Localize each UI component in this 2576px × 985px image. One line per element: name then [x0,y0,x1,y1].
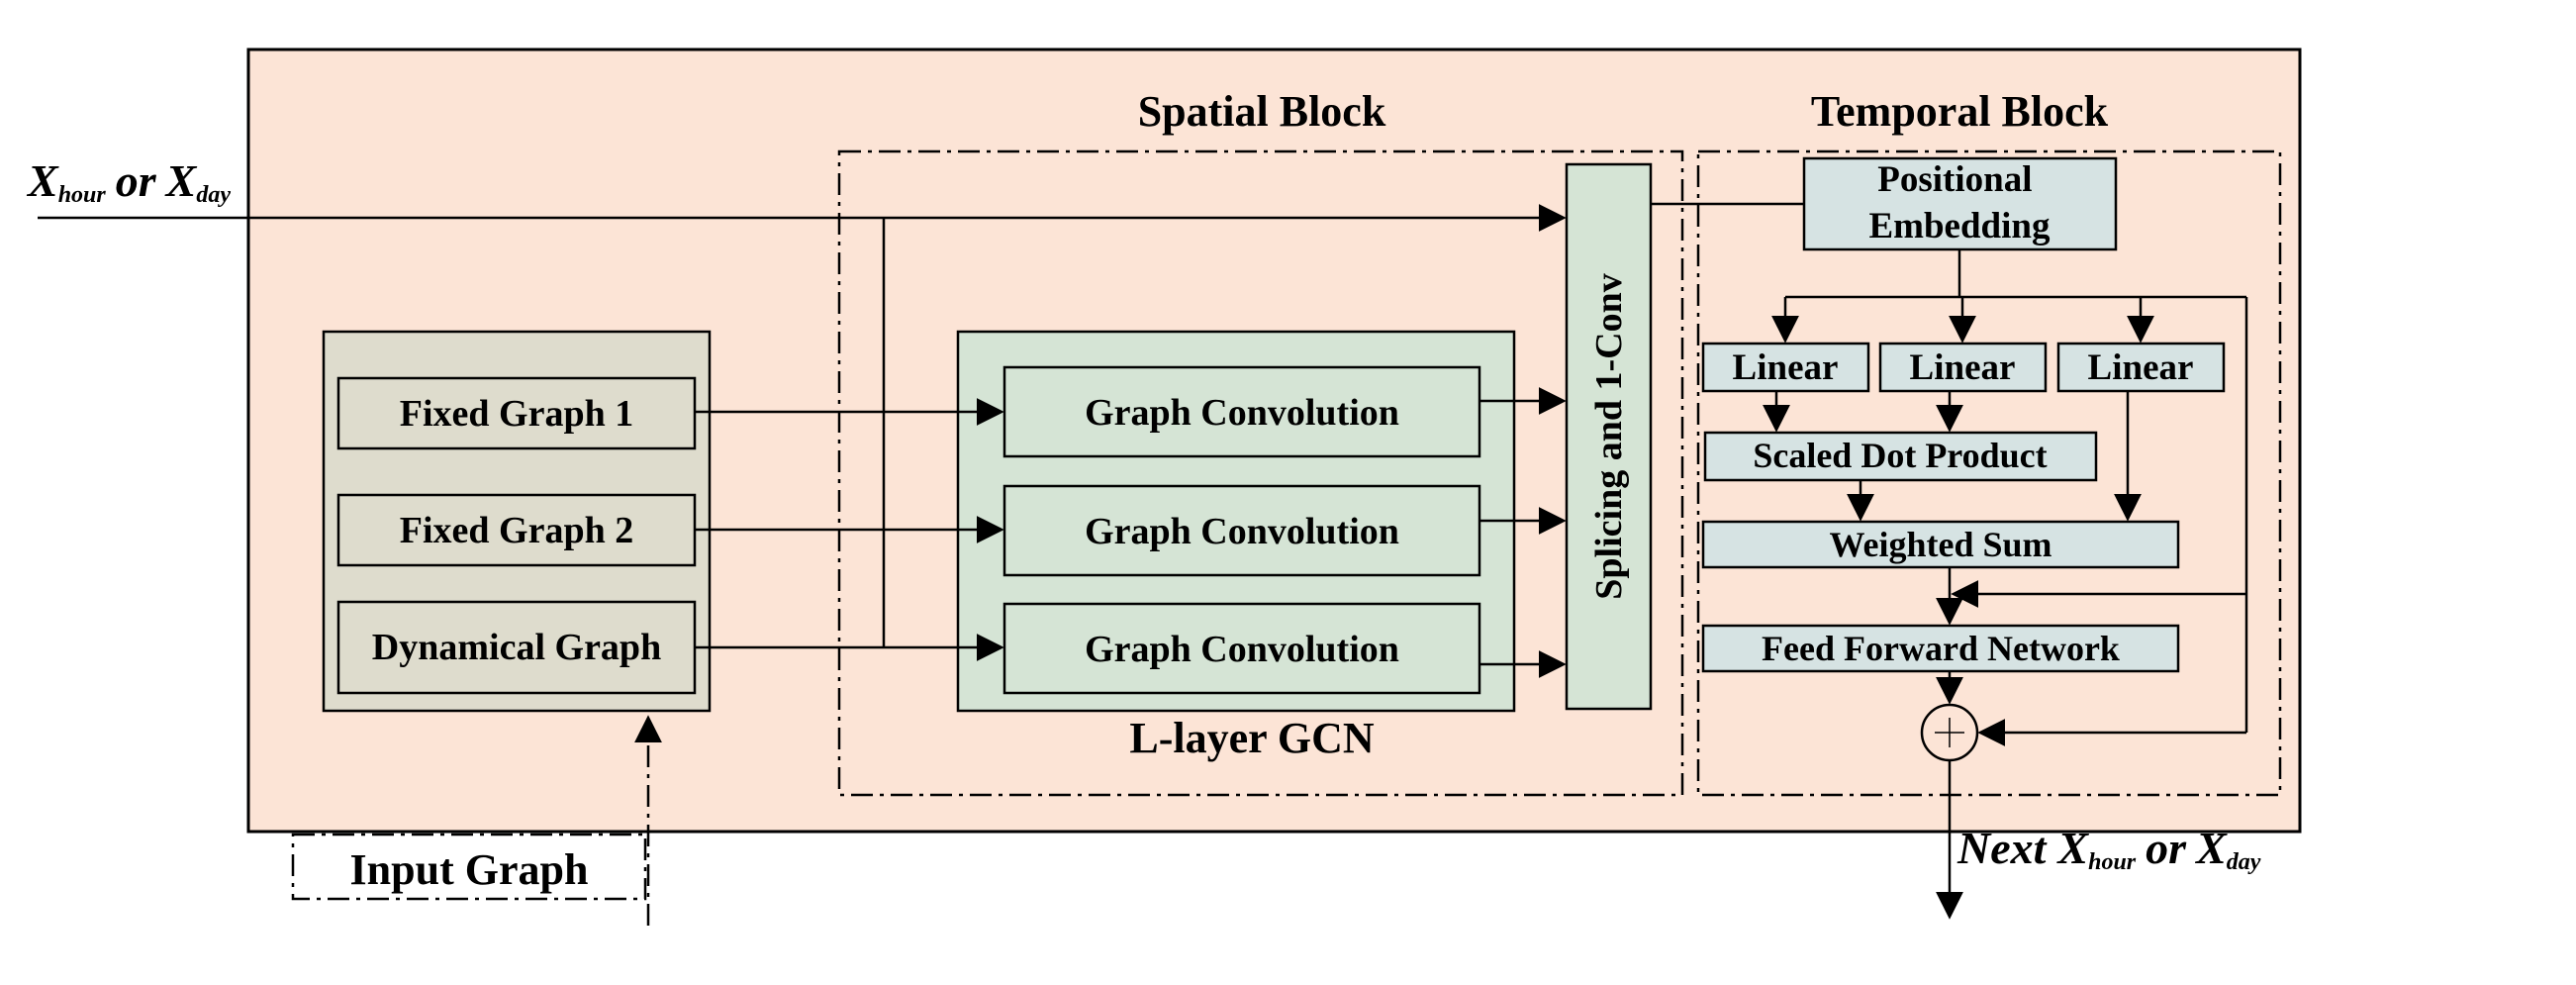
input-x-hour: X [26,155,59,206]
input-or: or [116,155,157,206]
input-sub-hour: hour [58,182,107,208]
input-x-day: X [164,155,198,206]
linear-2-box [1878,342,2048,393]
output-sub-day: day [2227,849,2261,875]
linear-3-box [2056,342,2226,393]
temporal-block-title: Temporal Block [1811,87,2109,136]
output-x-hour: X [2055,823,2089,873]
temporal-block-frame [1696,149,2282,797]
feed-forward-box [1701,624,2180,673]
positional-embedding-label: Positional Embedding [1868,159,2051,246]
graph-conv-1-box [1002,365,1481,458]
scaled-dot-product-box [1703,431,2098,482]
linear-1-label: Linear [1733,347,1839,388]
graph-conv-2-label: Graph Convolution [1085,511,1399,552]
dynamical-graph-label: Dynamical Graph [372,627,661,668]
fixed-graph-2-label: Fixed Graph 2 [400,510,633,551]
spatial-block-title: Spatial Block [1138,87,1386,136]
graph-conv-1-label: Graph Convolution [1085,392,1399,434]
feed-forward-label: Feed Forward Network [1762,629,2120,668]
spatial-block-frame [837,149,1684,797]
input-graph-box [291,833,647,901]
splice-label: Splicing and 1-Conv [1588,273,1630,599]
output-sub-hour: hour [2088,849,2137,875]
weighted-sum-box [1701,520,2180,569]
linear-2-label: Linear [1910,347,2016,388]
positional-embedding-line1: Positional [1877,159,2032,200]
connections [38,202,2248,920]
input-graph-label: Input Graph [350,845,589,894]
weighted-sum-label: Weighted Sum [1829,525,2051,564]
graph-conv-3-box [1002,602,1481,695]
output-next: Next [1956,823,2048,873]
output-x-day: X [2194,823,2228,873]
graph-conv-3-label: Graph Convolution [1085,629,1399,670]
linear-3-label: Linear [2088,347,2194,388]
positional-embedding-line2: Embedding [1868,206,2051,246]
splice-box [1565,162,1653,711]
positional-embedding-box [1802,156,2118,251]
fixed-graph-1-label: Fixed Graph 1 [400,393,633,435]
scaled-dot-product-label: Scaled Dot Product [1753,436,2047,475]
linear-1-box [1701,342,1870,393]
input-sub-day: day [196,182,231,208]
fixed-graph-1-box [336,376,697,450]
output-or: or [2146,823,2187,873]
graph-conv-2-box [1002,484,1481,577]
fixed-graph-2-box [336,493,697,567]
gcn-label: L-layer GCN [1129,714,1374,762]
